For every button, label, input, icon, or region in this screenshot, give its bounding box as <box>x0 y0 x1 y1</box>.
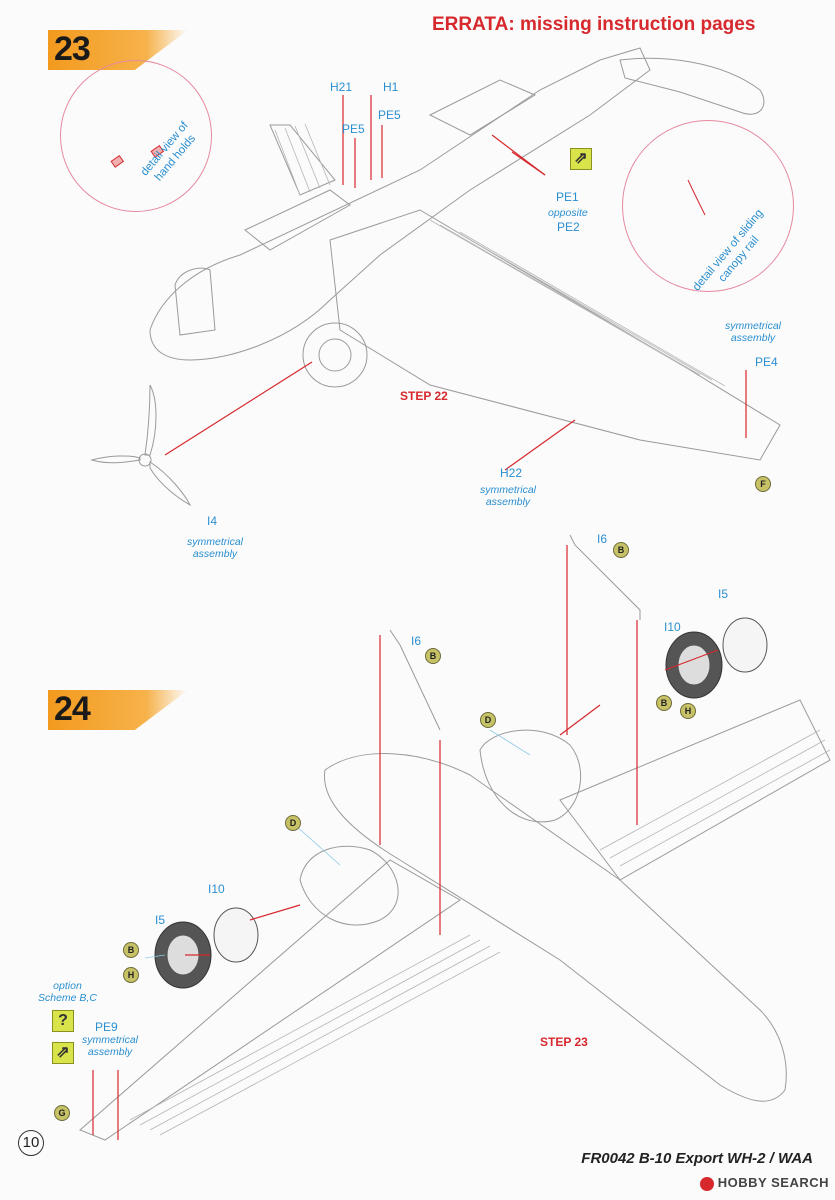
part-label-i10-a: I10 <box>664 620 681 634</box>
paint-ref-d-2: D <box>285 815 301 831</box>
paint-ref-b-1: B <box>613 542 629 558</box>
step-22-reference: STEP 22 <box>400 389 448 403</box>
detail-circle-canopy-rail <box>622 120 794 292</box>
part-label-pe5-a: PE5 <box>342 122 365 136</box>
watermark-text: HOBBY SEARCH <box>717 1175 829 1190</box>
part-label-i6-b: I6 <box>411 634 422 648</box>
part-label-pe1: PE1 <box>556 190 579 204</box>
paint-ref-b-2: B <box>425 648 441 664</box>
part-label-h22: H22 <box>500 466 523 480</box>
part-label-pe2: PE2 <box>557 220 580 234</box>
part-label-i5-a: I5 <box>718 587 729 601</box>
arrows-step24 <box>92 545 719 1140</box>
hobbysearch-logo-icon <box>699 1176 714 1191</box>
step-24-number: 24 <box>54 690 91 728</box>
propeller-i4 <box>90 384 192 507</box>
paint-ref-b-4: B <box>123 942 139 958</box>
paint-ref-b-3: B <box>656 695 672 711</box>
aircraft-bottom-view <box>79 699 831 1141</box>
paint-ref-f: F <box>755 476 771 492</box>
step-23-number: 23 <box>54 30 91 68</box>
note-symmetrical-i4: symmetrical assembly <box>187 536 244 560</box>
note-option-scheme: option Scheme B,C <box>38 980 97 1004</box>
step-23-reference: STEP 23 <box>540 1035 588 1049</box>
errata-heading: ERRATA: missing instruction pages <box>432 14 756 35</box>
part-label-h1: H1 <box>383 80 399 94</box>
question-icon: ? <box>52 1010 74 1032</box>
part-label-pe9: PE9 <box>95 1020 118 1034</box>
aircraft-top-view <box>149 47 781 461</box>
part-label-i4: I4 <box>207 514 218 528</box>
wheel-group <box>154 617 768 989</box>
watermark: HOBBY SEARCH <box>699 1175 829 1191</box>
paint-ref-g: G <box>54 1105 70 1121</box>
arrows-step23 <box>164 95 747 471</box>
photo-etch-icon: ⇗ <box>570 148 592 170</box>
paint-ref-h-2: H <box>123 967 139 983</box>
landing-struts <box>389 534 641 731</box>
part-note-opposite: opposite <box>548 207 588 219</box>
leader-lines <box>144 729 531 959</box>
paint-ref-d-1: D <box>480 712 496 728</box>
detail-circle-handholds <box>60 60 212 212</box>
part-label-h21: H21 <box>330 80 353 94</box>
kit-title: FR0042 B-10 Export WH-2 / WAA <box>581 1150 813 1167</box>
note-symmetrical-pe9: symmetrical assembly <box>82 1034 139 1058</box>
page-number: 10 <box>18 1130 44 1156</box>
part-label-pe4: PE4 <box>755 355 778 369</box>
wing-hatching-top <box>274 123 726 387</box>
note-symmetrical-h22: symmetrical assembly <box>480 484 537 508</box>
photo-etch-icon-2: ⇗ <box>52 1042 74 1064</box>
part-label-i6-a: I6 <box>597 532 608 546</box>
paint-ref-h-1: H <box>680 703 696 719</box>
part-label-i5-b: I5 <box>155 913 166 927</box>
wing-hatching-bottom <box>129 729 831 1136</box>
note-symmetrical-pe4: symmetrical assembly <box>725 320 782 344</box>
part-label-pe5-b: PE5 <box>378 108 401 122</box>
part-label-i10-b: I10 <box>208 882 225 896</box>
